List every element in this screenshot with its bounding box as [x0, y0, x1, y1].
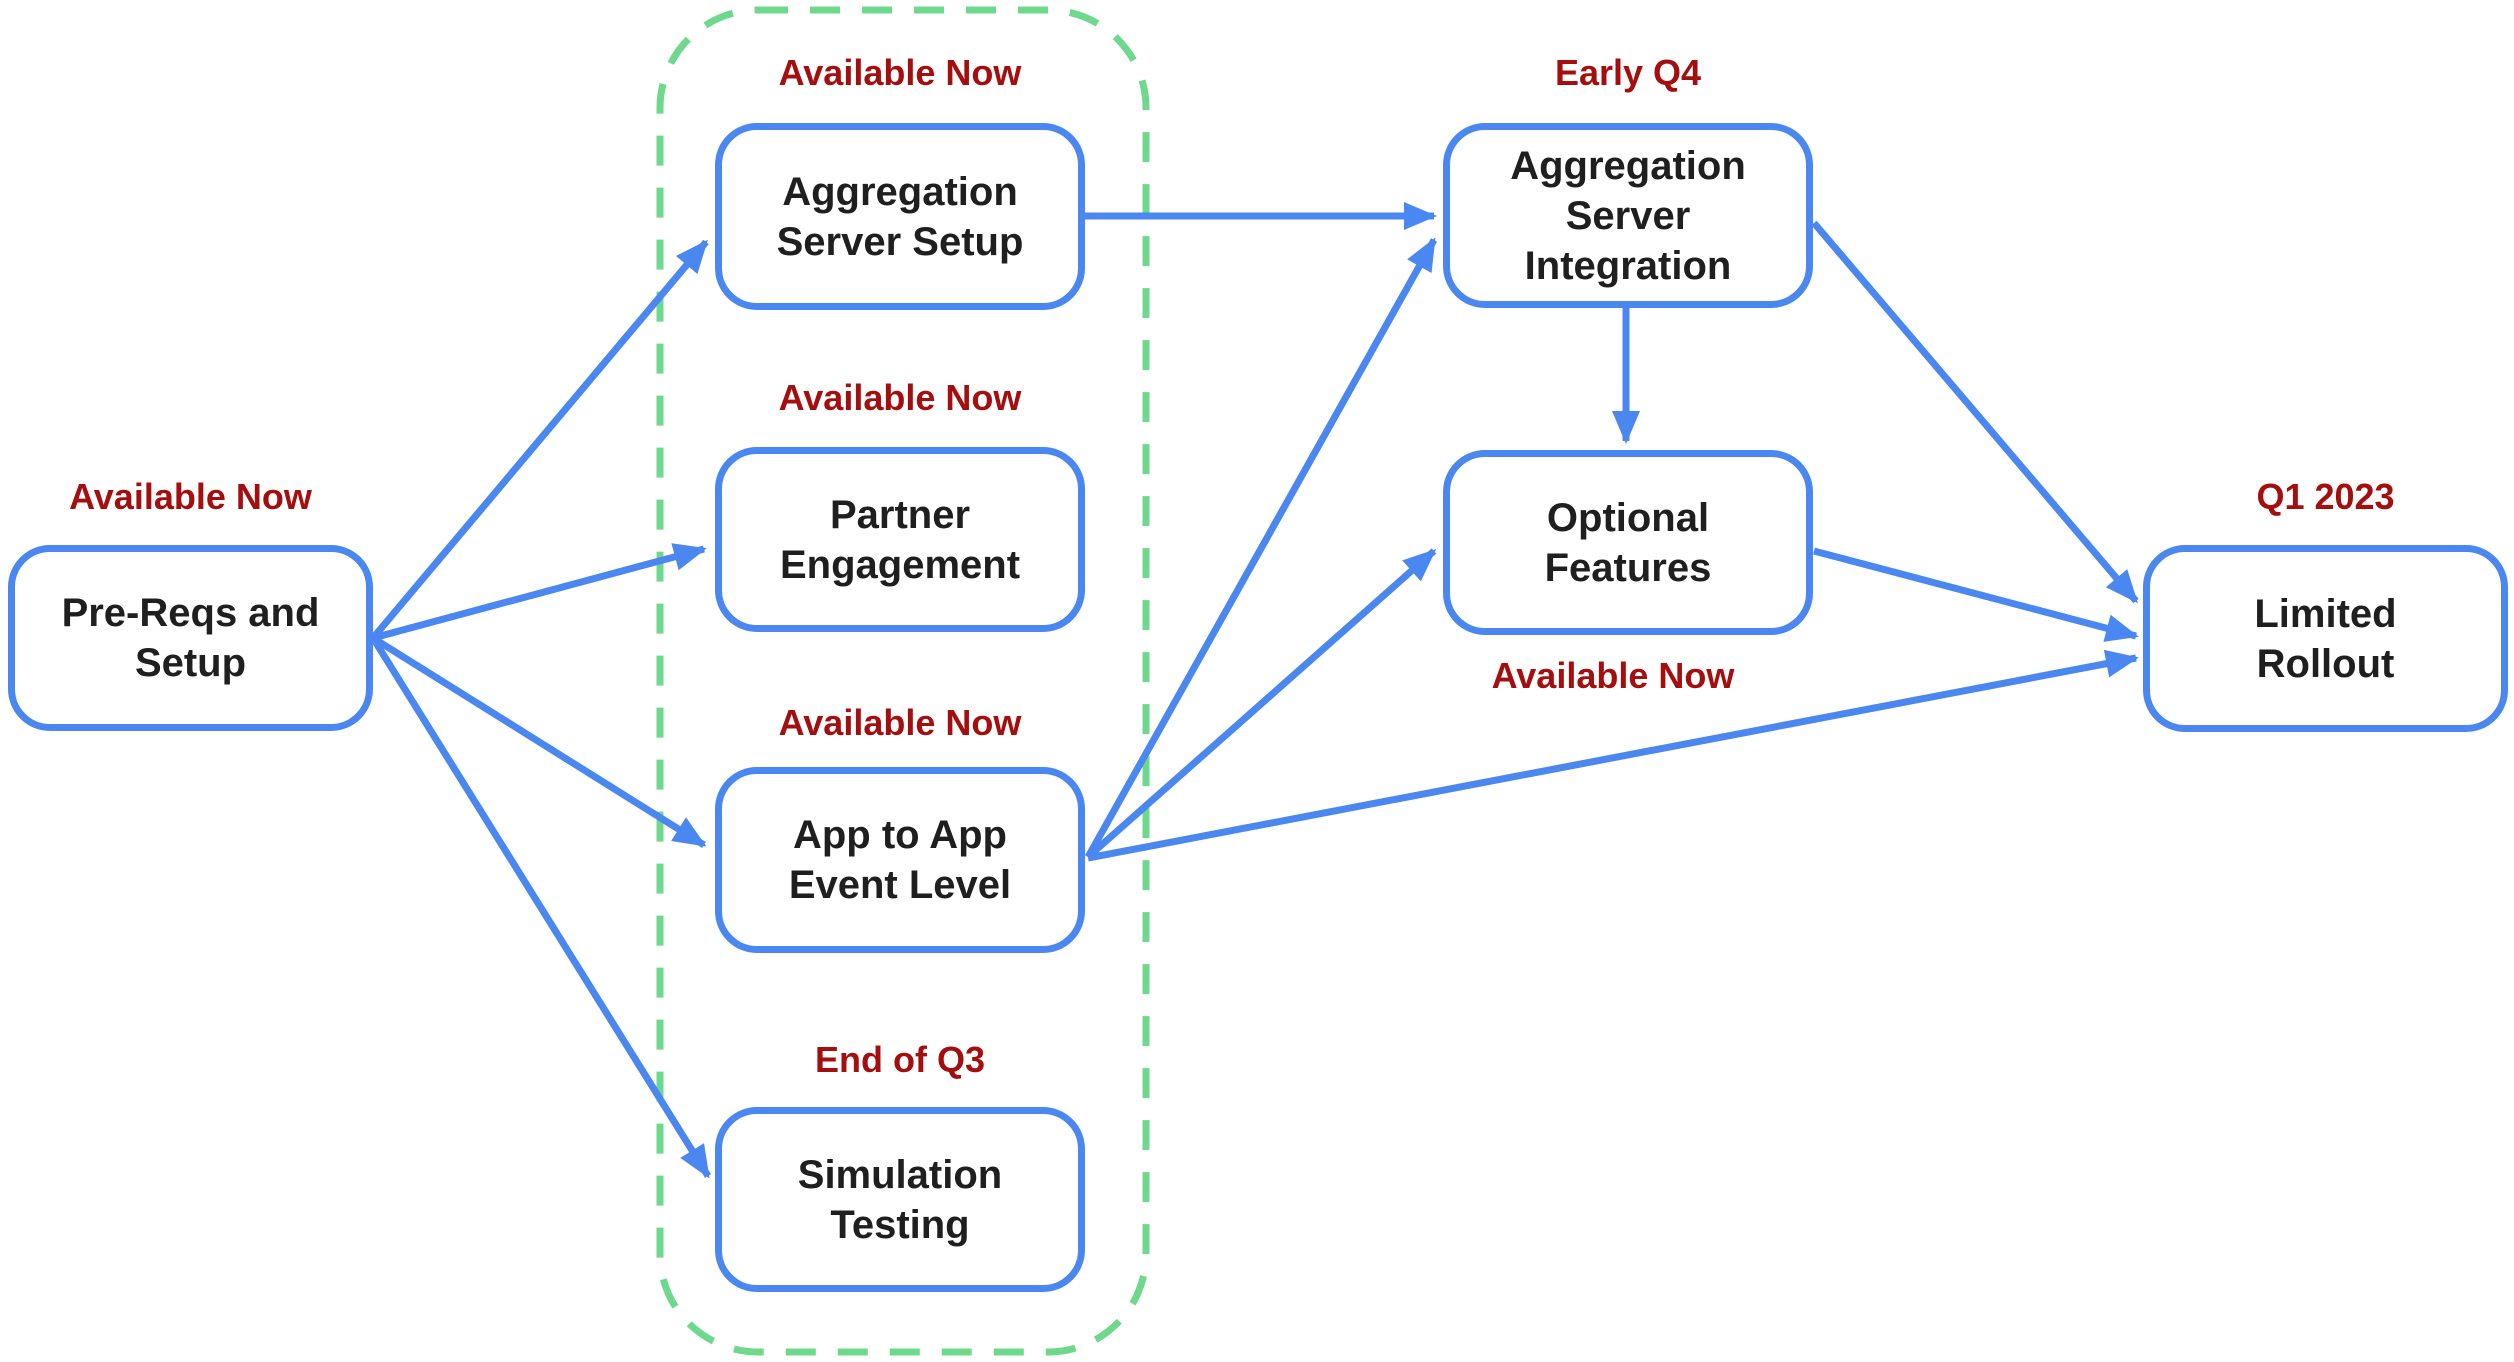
- node-limited-rollout: Limited Rollout: [2143, 545, 2508, 732]
- edge-app-to-app-to-optional-features: [1085, 548, 1437, 860]
- node-label-line: App to App: [792, 813, 1007, 857]
- status-label-agg-setup: Available Now: [778, 52, 1022, 93]
- node-app-to-app-event-level: App to App Event Level: [715, 767, 1085, 953]
- node-label-line: Simulation: [797, 1152, 1003, 1197]
- node-optional-features: Optional Features: [1443, 450, 1813, 635]
- node-label-line: Partner: [829, 492, 971, 537]
- edge-prereqs-to-app-to-app: [371, 635, 707, 848]
- node-label-line: Integration: [1524, 243, 1732, 288]
- node-simulation-testing: Simulation Testing: [715, 1107, 1085, 1292]
- edge-app-to-app-to-agg-integration: [1084, 237, 1438, 859]
- status-label-app-to-app: Available Now: [778, 702, 1022, 743]
- edge-prereqs-to-aggregation-server-setup: [370, 239, 709, 641]
- status-label-simulation: End of Q3: [815, 1039, 985, 1080]
- available-now-group-outline: [656, 6, 1150, 1356]
- node-label-line: Setup: [134, 641, 247, 685]
- node-pre-reqs-and-setup: Pre-Reqs and Setup: [8, 545, 373, 731]
- node-label-line: Engagement: [779, 542, 1021, 587]
- node-label-line: Limited: [2254, 591, 2397, 636]
- status-label-prereqs: Available Now: [69, 476, 312, 517]
- node-label-line: Aggregation: [782, 169, 1018, 214]
- edge-optional-features-to-limited-rollout: [1813, 547, 2139, 642]
- node-label-line: Rollout: [2256, 641, 2395, 686]
- node-label-line: Server: [1565, 193, 1691, 238]
- node-aggregation-server-integration: Aggregation Server Integration: [1443, 123, 1813, 308]
- node-partner-engagement: Partner Engagement: [715, 447, 1085, 632]
- node-label-line: Pre-Reqs and: [61, 591, 320, 635]
- node-label-line: Server Setup: [776, 219, 1024, 264]
- status-label-partner: Available Now: [778, 377, 1022, 418]
- edge-prereqs-to-simulation-testing: [370, 636, 711, 1179]
- node-label-line: Optional: [1546, 495, 1710, 540]
- status-label-agg-integration: Early Q4: [1554, 52, 1702, 93]
- edge-prereqs-to-partner-engagement: [372, 543, 707, 642]
- node-label-line: Features: [1544, 545, 1712, 590]
- status-label-optional-features: Available Now: [1491, 655, 1735, 696]
- status-label-limited-rollout: Q1 2023: [2256, 476, 2395, 517]
- node-label-line: Event Level: [788, 863, 1012, 907]
- node-label-line: Aggregation: [1510, 143, 1746, 188]
- node-aggregation-server-setup: Aggregation Server Setup: [715, 123, 1085, 310]
- node-label-line: Testing: [830, 1202, 970, 1247]
- edge-app-to-app-to-limited-rollout: [1087, 649, 2139, 862]
- edge-agg-integration-to-limited-rollout: [1811, 220, 2139, 604]
